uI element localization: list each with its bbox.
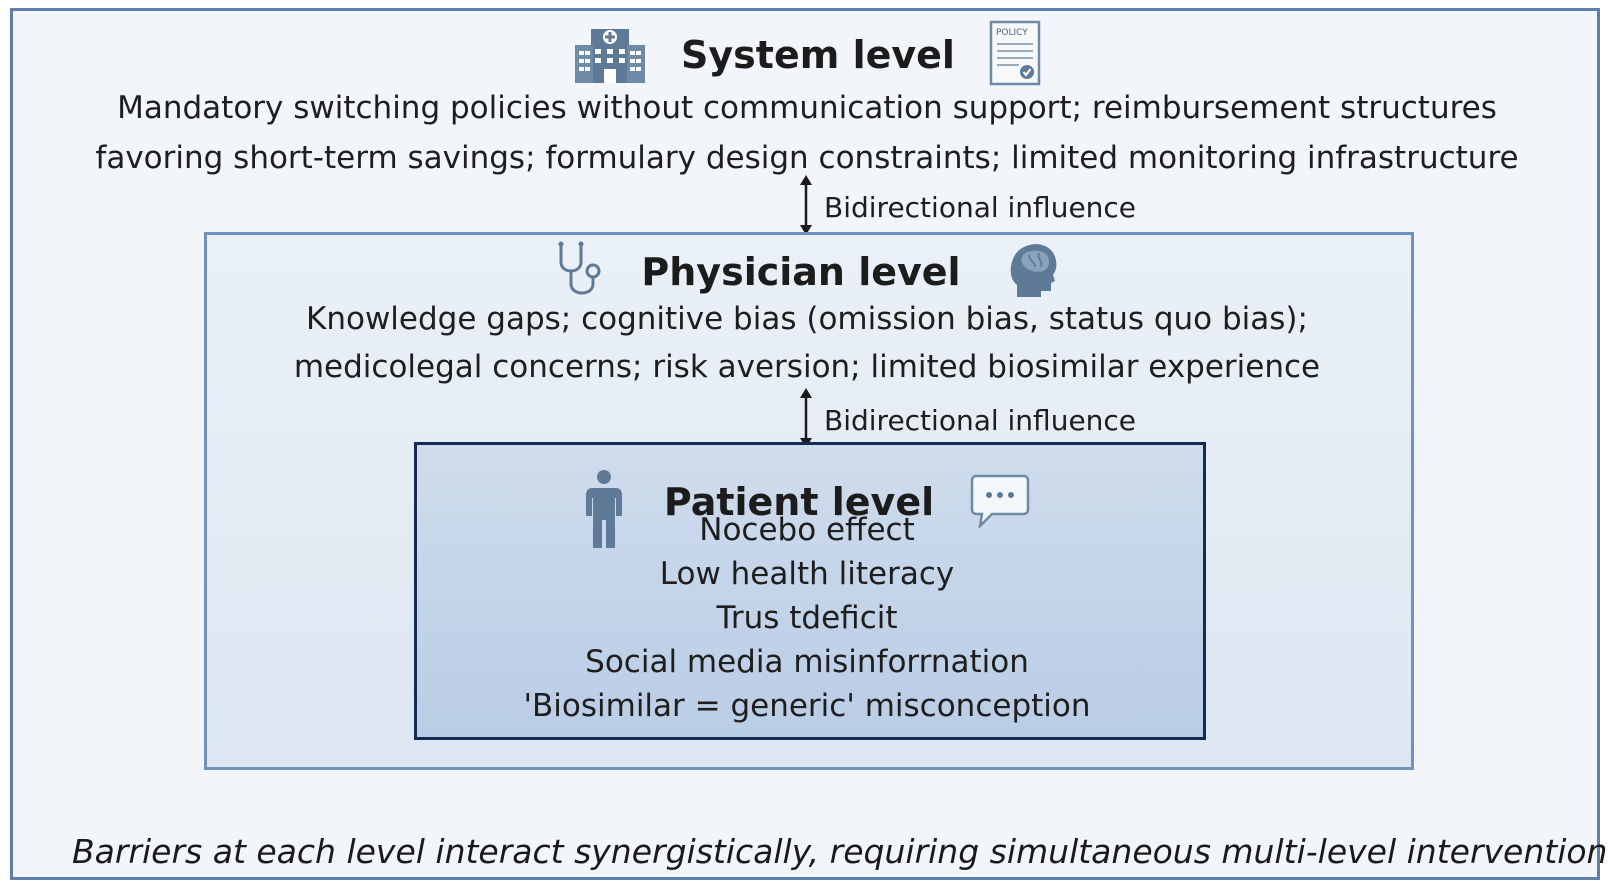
head-brain-icon xyxy=(1007,241,1059,303)
patient-level-box xyxy=(414,442,1206,740)
physician-level-description: Knowledge gaps; cognitive bias (omission… xyxy=(0,295,1614,391)
arrow-label: Bidirectional influence xyxy=(824,190,1137,224)
bidirectional-arrow-system-physician: Bidirectional influence xyxy=(798,175,1136,239)
speech-bubble-icon xyxy=(970,474,1030,532)
patient-level-list: Nocebo effect Low health literacy Trus t… xyxy=(0,508,1614,728)
system-level-line-2: favoring short-term savings; formulary d… xyxy=(95,140,1519,176)
policy-icon-text: POLICY xyxy=(996,28,1028,38)
patient-barrier-item: 'Biosimilar = generic' misconception xyxy=(523,688,1091,724)
patient-level-header: Patient level xyxy=(0,452,1614,552)
arrow-label: Bidirectional influence xyxy=(824,403,1137,437)
system-level-line-1: Mandatory switching policies without com… xyxy=(117,90,1497,126)
physician-level-header: Physician level xyxy=(0,240,1614,304)
patient-barrier-item: Nocebo effect xyxy=(699,512,915,548)
patient-barrier-item: Low health literacy xyxy=(659,556,955,592)
system-level-description: Mandatory switching policies without com… xyxy=(0,83,1614,183)
policy-document-icon: POLICY xyxy=(989,20,1041,90)
system-level-title: System level xyxy=(681,33,955,77)
patient-barrier-item: Social media misinforrnation xyxy=(585,644,1029,680)
patient-level-title: Patient level xyxy=(663,480,935,524)
double-arrow-icon xyxy=(798,175,814,239)
bidirectional-arrow-physician-patient: Bidirectional influence xyxy=(798,388,1136,452)
patient-barrier-item: Trus tdeficit xyxy=(716,600,898,636)
physician-level-line-1: Knowledge gaps; cognitive bias (omission… xyxy=(306,301,1308,337)
hospital-building-icon xyxy=(573,23,647,87)
system-level-header: System level POLICY xyxy=(0,20,1614,90)
footer-note: Barriers at each level interact synergis… xyxy=(72,832,1608,871)
physician-level-title: Physician level xyxy=(641,250,961,294)
stethoscope-icon xyxy=(555,240,607,304)
physician-level-line-2: medicolegal concerns; risk aversion; lim… xyxy=(293,349,1321,385)
person-icon xyxy=(584,470,624,552)
